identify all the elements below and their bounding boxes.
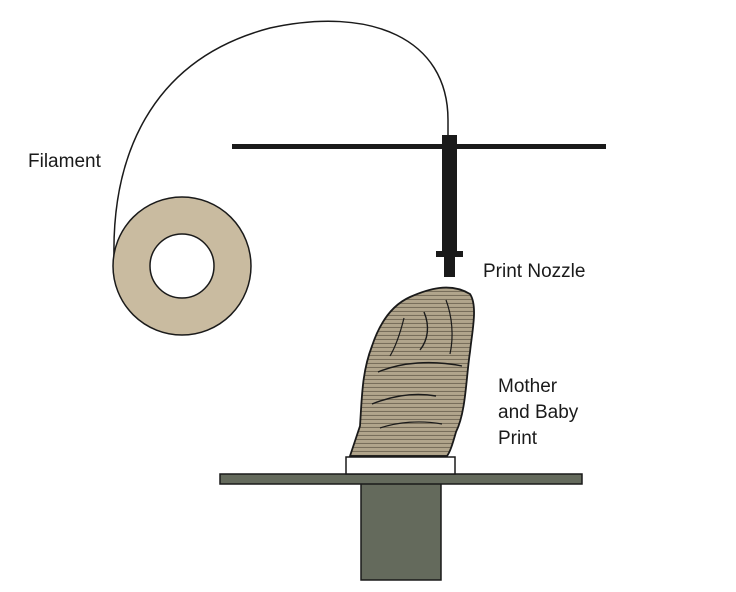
print-label-line-1: Mother (498, 376, 558, 397)
gantry-rail (232, 144, 606, 149)
filament-strand (113, 20, 449, 259)
print-base-pad (345, 456, 456, 475)
print-label-line-3: Print (498, 428, 538, 449)
filament-spool (112, 196, 252, 336)
filament-label: Filament (28, 151, 102, 172)
print-head (436, 135, 463, 277)
print-nozzle-label: Print Nozzle (483, 261, 585, 282)
platform-column (360, 482, 442, 581)
mother-and-baby-print (348, 286, 475, 457)
print-label-line-2: and Baby (498, 402, 579, 423)
build-platform (219, 473, 583, 485)
